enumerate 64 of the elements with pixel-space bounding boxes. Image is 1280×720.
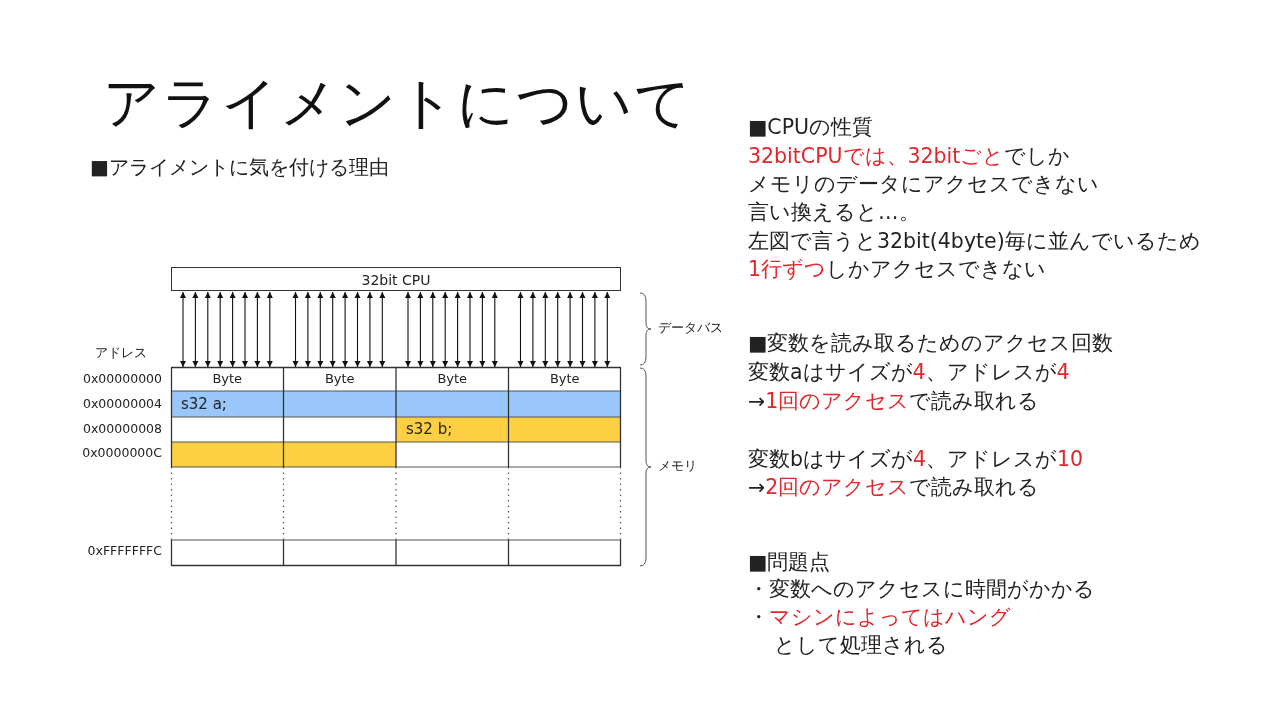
bus-arrow	[317, 291, 324, 368]
bus-arrow	[304, 291, 311, 368]
text-line: →1回のアクセス で読み取れる	[748, 388, 1040, 415]
address-label: 0x00000000	[83, 370, 162, 388]
address-label: 0x00000008	[83, 420, 162, 438]
bus-arrow	[442, 291, 449, 368]
text-line: として処理される	[774, 632, 948, 659]
bus-arrow	[366, 291, 373, 368]
text-line: 左図で言うと32bit(4byte)毎に並んでいるため	[748, 228, 1201, 255]
bus-arrow	[379, 291, 386, 368]
bus-arrow	[354, 291, 361, 368]
byte-cell: Byte	[283, 367, 396, 391]
bus-arrow	[454, 291, 461, 368]
bus-arrow	[217, 291, 224, 368]
subtitle: ■アライメントに気を付ける理由	[90, 154, 389, 181]
bus-arrow	[517, 291, 524, 368]
bus-arrow	[554, 291, 561, 368]
text-line: 言い換えると…。	[748, 199, 920, 226]
bus-arrow	[591, 291, 598, 368]
variable-band: s32 a;	[171, 391, 621, 417]
bus-arrow	[254, 291, 261, 368]
byte-cell: Byte	[508, 367, 621, 391]
byte-cell: Byte	[171, 367, 284, 391]
bus-arrow	[204, 291, 211, 368]
bus-arrow	[405, 291, 411, 368]
bus-arrow	[479, 291, 486, 368]
address-label: 0x00000004	[83, 395, 162, 413]
address-label: 0x0000000C	[82, 444, 162, 462]
column-heading: アドレス	[95, 343, 147, 362]
bus-arrow	[292, 291, 299, 368]
cpu-box: 32bit CPU	[171, 267, 621, 291]
bus-arrow	[604, 291, 611, 368]
bus-arrow	[329, 291, 336, 368]
text-line: 変数aはサイズが4、アドレスが4	[748, 359, 1070, 386]
bus-arrow	[429, 291, 436, 368]
bullet-text: ・マシンによってはハング	[748, 604, 1011, 631]
slide-title: アライメントについて	[103, 69, 693, 137]
address-label: 0xFFFFFFFC	[87, 542, 162, 560]
byte-cell: Byte	[396, 367, 509, 391]
text-line: →2回のアクセス で読み取れる	[748, 474, 1040, 501]
bus-arrow	[567, 291, 574, 368]
text-line: 1行ずつ しかアクセスできない	[748, 256, 1047, 283]
bus-arrow	[266, 291, 273, 368]
bus-arrow	[542, 291, 549, 368]
section-heading: ■変数を読み取るためのアクセス回数	[748, 330, 1114, 357]
bus-arrow	[579, 291, 586, 368]
bus-arrow	[529, 291, 536, 368]
section-heading: ■CPUの性質	[748, 114, 874, 141]
bus-arrow	[467, 291, 473, 368]
text-line: 変数bはサイズが4、アドレスが10	[748, 446, 1084, 473]
brace-label: データバス	[658, 318, 723, 337]
section-heading: ■問題点	[748, 549, 831, 576]
bullet-text: ・変数へのアクセスに時間がかかる	[748, 576, 1095, 603]
bus-arrow	[192, 291, 199, 368]
bus-arrow	[417, 291, 424, 368]
bus-arrow	[491, 291, 498, 368]
text-line: 32bitCPUでは、32bitごと でしか	[748, 143, 1071, 170]
brace-label: メモリ	[658, 456, 697, 475]
bus-arrow	[229, 291, 236, 368]
bus-arrow	[180, 291, 186, 368]
bus-arrow	[342, 291, 349, 368]
memory-table	[171, 367, 621, 566]
text-line: メモリのデータにアクセスできない	[748, 171, 1099, 198]
bus-arrow	[242, 291, 248, 368]
